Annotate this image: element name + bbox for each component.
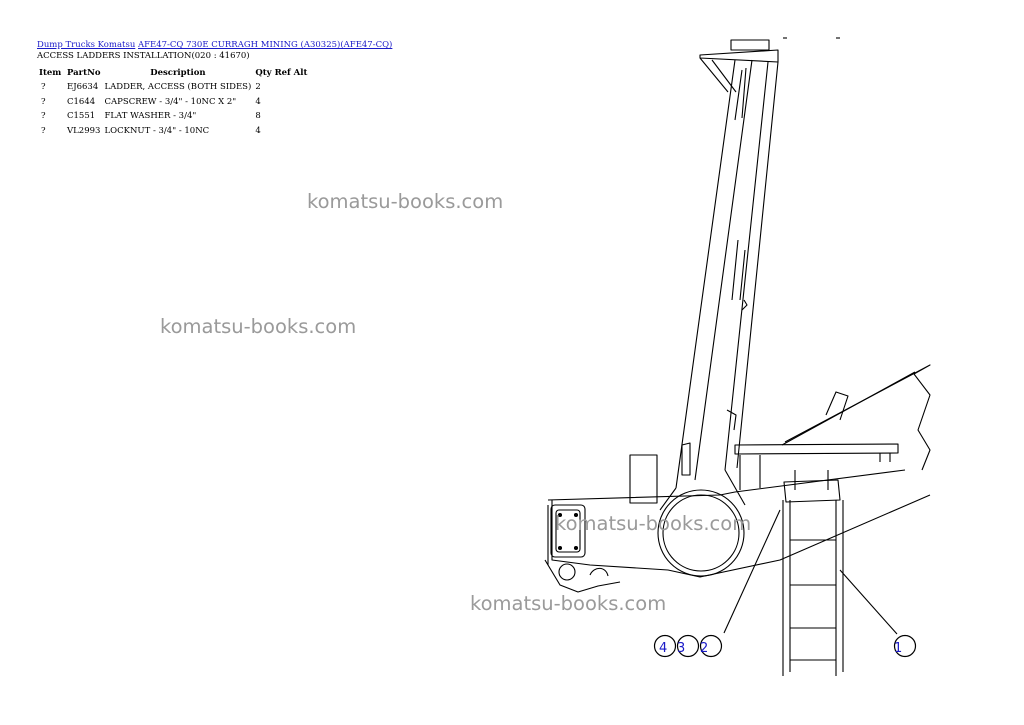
- col-partno: PartNo: [67, 68, 101, 78]
- parts-table: Item PartNo Description Qty Ref Alt ? EJ…: [37, 66, 309, 138]
- top-gusset: [699, 57, 737, 93]
- body-fitting: [825, 391, 849, 421]
- cell-description: LADDER, ACCESS (BOTH SIDES): [104, 82, 252, 93]
- watermark: komatsu-books.com: [160, 315, 357, 338]
- hook-hole: [558, 563, 576, 581]
- bolt: [557, 512, 563, 518]
- callout-circle: [653, 634, 677, 658]
- cell-qty: 2: [255, 82, 261, 93]
- bolt: [573, 512, 579, 518]
- mount-plate: [550, 504, 586, 558]
- cell-item: ?: [41, 96, 46, 107]
- cell-item: ?: [41, 125, 46, 136]
- body-outline: [784, 364, 931, 471]
- breadcrumb-link-model[interactable]: AFE47-CQ 730E CURRAGH MINING (A30325)(AF…: [138, 40, 393, 50]
- chassis-hook: [544, 559, 621, 593]
- deck-platform: [734, 443, 899, 455]
- cell-partno: C1551: [67, 111, 96, 122]
- watermark: komatsu-books.com: [470, 592, 667, 615]
- member-detail: [731, 67, 747, 301]
- cell-description: FLAT WASHER - 3/4": [104, 111, 197, 122]
- page-header: Dump Trucks Komatsu AFE47-CQ 730E CURRAG…: [37, 40, 392, 62]
- chassis-bottom-edge: [551, 494, 931, 578]
- section-title: ACCESS LADDERS INSTALLATION(020 : 41670): [37, 51, 250, 61]
- cell-qty: 4: [255, 96, 261, 107]
- table-row: ? C1644 CAPSCREW - 3/4" - 10NC X 2" 4: [37, 95, 309, 110]
- table-row: ? VL2993 LOCKNUT - 3/4" - 10NC 4: [37, 124, 309, 139]
- ladder-rails: [782, 500, 844, 676]
- table-row: ? C1551 FLAT WASHER - 3/4" 8: [37, 109, 309, 124]
- bolt: [573, 545, 579, 551]
- hook-notch: [589, 567, 609, 577]
- cell-description: LOCKNUT - 3/4" - 10NC: [104, 125, 210, 136]
- callout-label: 2: [700, 641, 708, 656]
- callout-circle: [893, 634, 917, 658]
- callout-label: 1: [894, 641, 902, 656]
- member-top-cap: [730, 39, 770, 51]
- mount-plate-inner: [555, 509, 581, 553]
- member-bracket: [726, 409, 737, 431]
- leader-line-2: [723, 509, 781, 634]
- deck-supports: [739, 453, 891, 490]
- cell-partno: VL2993: [67, 125, 101, 136]
- table-row: ? EJ6634 LADDER, ACCESS (BOTH SIDES) 2: [37, 80, 309, 95]
- inclined-member: [675, 59, 779, 489]
- callout-2[interactable]: 2: [699, 634, 723, 658]
- cell-partno: EJ6634: [67, 82, 99, 93]
- cell-description: CAPSCREW - 3/4" - 10NC X 2": [104, 96, 237, 107]
- small-box: [629, 454, 658, 504]
- col-description: Description: [150, 68, 206, 78]
- callout-4[interactable]: 4: [653, 634, 677, 658]
- col-alt: Alt: [293, 68, 308, 78]
- pivot-housing: [659, 469, 746, 511]
- small-fitting: [681, 442, 691, 476]
- ladder-hangers: [794, 470, 829, 490]
- col-item: Item: [39, 68, 62, 78]
- cell-item: ?: [41, 111, 46, 122]
- cell-item: ?: [41, 82, 46, 93]
- ladder-top-frame: [783, 479, 841, 503]
- watermark: komatsu-books.com: [555, 512, 752, 535]
- callout-1[interactable]: 1: [893, 634, 917, 658]
- breadcrumb: Dump Trucks Komatsu AFE47-CQ 730E CURRAG…: [37, 40, 392, 51]
- col-qty: Qty: [255, 68, 272, 78]
- col-ref: Ref: [274, 68, 291, 78]
- callout-3[interactable]: 3: [676, 634, 700, 658]
- cell-qty: 8: [255, 111, 261, 122]
- watermark: komatsu-books.com: [307, 190, 504, 213]
- callout-label: 3: [677, 641, 685, 656]
- col-qty-ref-alt: Qty Ref Alt: [253, 66, 309, 80]
- member-bracket: [741, 299, 748, 311]
- callout-circle: [699, 634, 723, 658]
- pivot-circle-inner: [662, 494, 740, 572]
- cell-qty: 4: [255, 125, 261, 136]
- callout-label: 4: [659, 641, 667, 656]
- pivot-circle: [657, 489, 745, 577]
- callout-circle: [676, 634, 700, 658]
- breadcrumb-link-dump-trucks[interactable]: Dump Trucks Komatsu: [37, 40, 136, 50]
- bolt: [557, 545, 563, 551]
- ladder-rungs: [790, 539, 836, 661]
- table-header-row: Item PartNo Description Qty Ref Alt: [37, 66, 309, 80]
- body-edge: [781, 371, 916, 446]
- leader-line-1: [839, 569, 898, 635]
- cell-partno: C1644: [67, 96, 96, 107]
